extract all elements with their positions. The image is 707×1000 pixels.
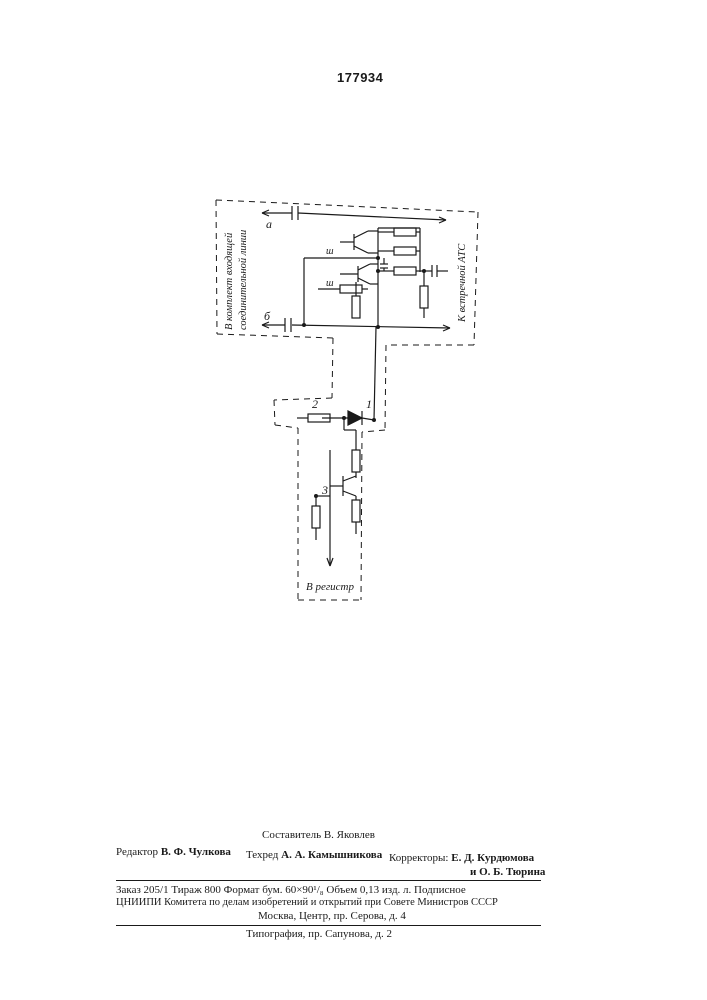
editor-credit: Редактор В. Ф. Чулкова: [116, 846, 231, 858]
upper-block-boundary: [216, 200, 478, 345]
corrector-1: Е. Д. Курдюмова: [451, 852, 534, 864]
editor-name: В. Ф. Чулкова: [161, 846, 231, 858]
correctors-credit: Корректоры: Е. Д. Курдюмова: [389, 852, 534, 864]
label-resistor-2: 2: [312, 397, 318, 411]
capacitor-line-a: [292, 206, 298, 220]
resistor-r9: [312, 506, 320, 528]
techred-name: А. А. Камышникова: [281, 849, 382, 861]
printer-line: Типография, пр. Сапунова, д. 2: [246, 928, 392, 940]
order-line: Заказ 205/1 Тираж 800 Формат бум. 60×90¹…: [116, 884, 466, 896]
capacitor-line-b: [285, 318, 291, 332]
label-line-b: б: [264, 309, 271, 323]
compiler-line: Составитель В. Яковлев: [262, 829, 375, 841]
label-left-side-1: В комплект входящей: [224, 232, 235, 330]
editor-label: Редактор: [116, 846, 158, 858]
label-right-side: К встречной АТС: [457, 243, 468, 323]
resistor-r6: [352, 296, 360, 318]
techred-credit: Техред А. А. Камышникова: [246, 849, 382, 861]
footer-rule-top: [116, 880, 541, 881]
line-a: [262, 210, 446, 223]
label-register: В регистр: [306, 581, 354, 593]
resistor-r5: [340, 285, 362, 293]
resistor-r2: [394, 247, 416, 255]
resistor-r8: [352, 500, 360, 522]
label-line-a: а: [266, 217, 272, 231]
line-b: [262, 322, 450, 331]
junction-dots: [302, 256, 426, 498]
label-ground-2: ш: [326, 278, 334, 289]
transistor-middle: [340, 264, 378, 284]
resistor-r1: [394, 228, 416, 236]
corrector-2-line: и О. Б. Тюрина: [470, 866, 545, 878]
techred-label: Техред: [246, 849, 278, 861]
corrector-2: и О. Б. Тюрина: [470, 866, 545, 878]
resistor-r4: [420, 286, 428, 308]
transistor-upper: [340, 231, 378, 253]
address-line: Москва, Центр, пр. Серова, д. 4: [258, 910, 406, 922]
label-left-side-2: соединительной линии: [238, 230, 249, 330]
label-diode-1: 1: [366, 397, 372, 411]
label-ground-1: ш: [326, 246, 334, 257]
label-transistor-3: 3: [321, 483, 328, 497]
capacitor-right: [432, 265, 448, 277]
capacitor-middle: [380, 258, 388, 271]
transistor-3: [330, 476, 356, 500]
correctors-label: Корректоры:: [389, 852, 448, 864]
org-line: ЦНИИПИ Комитета по делам изобретений и о…: [116, 897, 498, 909]
footer-rule-bottom: [116, 925, 541, 926]
resistor-r3: [394, 267, 416, 275]
resistor-r7: [352, 450, 360, 472]
